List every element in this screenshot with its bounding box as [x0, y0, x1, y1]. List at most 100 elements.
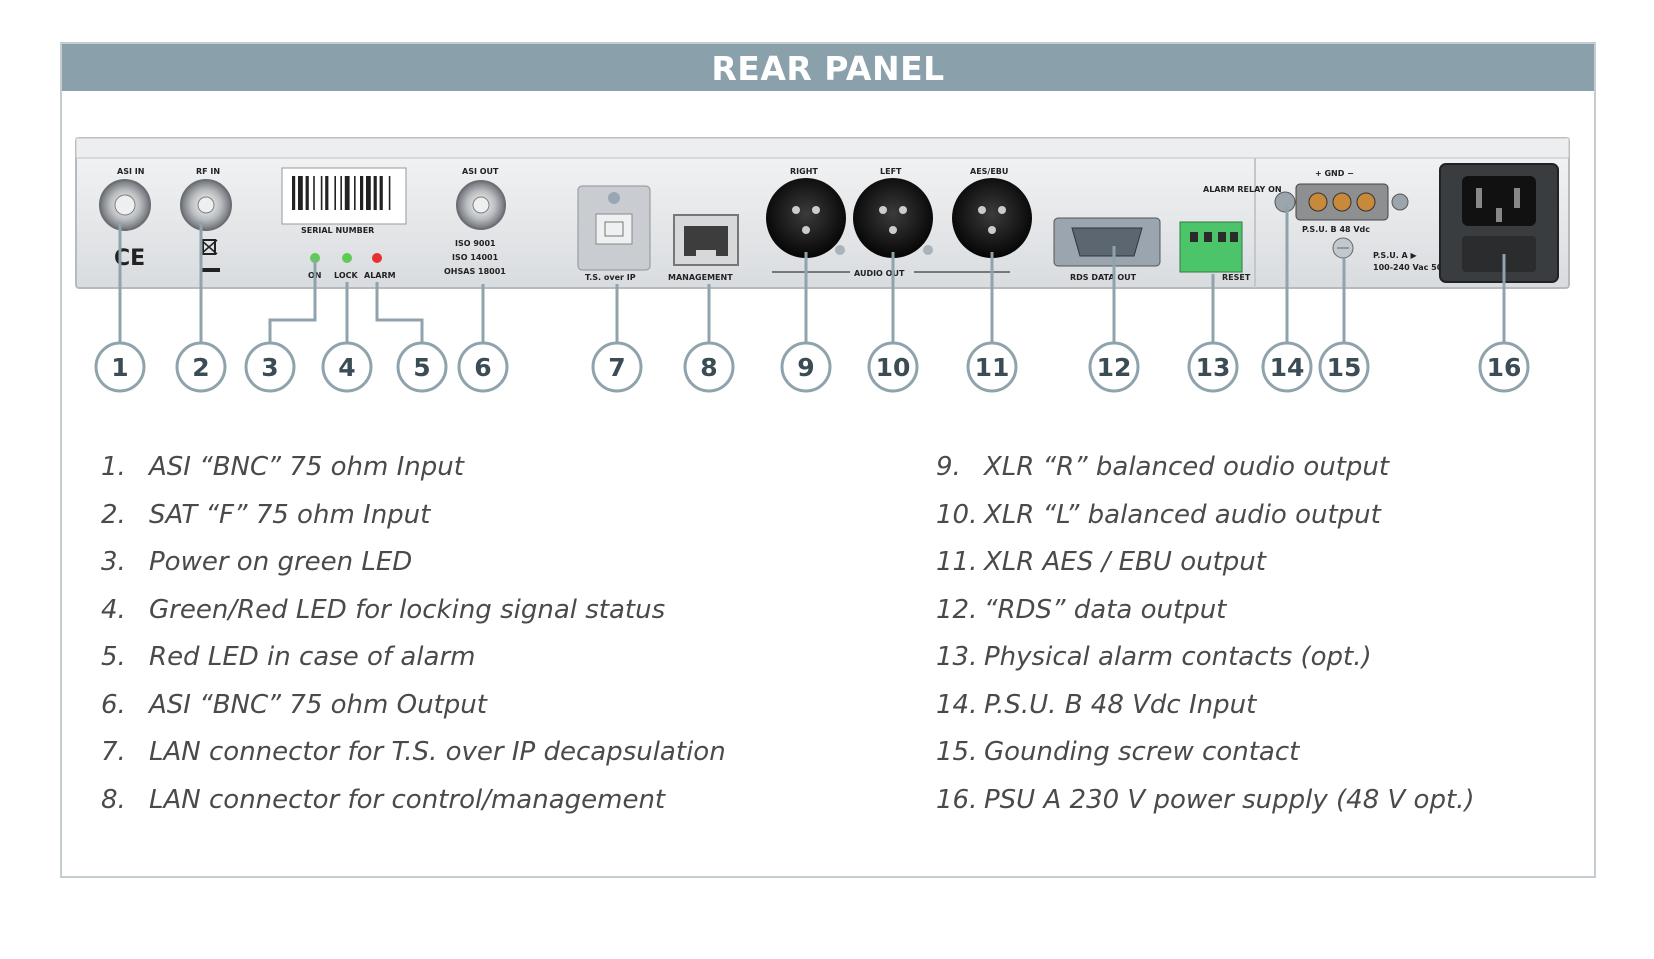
legend-number: 14.	[936, 689, 978, 720]
led-lock-label: LOCK	[334, 271, 358, 280]
led-alarm	[372, 253, 382, 263]
rf-in-label: RF IN	[196, 167, 220, 176]
xlr-right-connector: RIGHT	[766, 167, 846, 258]
psu-a-spec-label: 100-240 Vac 50-60 Hz	[1373, 263, 1471, 272]
callout-number: 14	[1270, 353, 1305, 382]
xlr-left-connector: LEFT	[853, 167, 933, 258]
legend-text: ASI “BNC” 75 ohm Input	[149, 452, 464, 482]
legend-text: XLR “R” balanced oudio output	[984, 452, 1390, 482]
ts-over-ip-label: T.S. over IP	[585, 273, 636, 282]
legend-text: LAN connector for T.S. over IP decapsula…	[149, 737, 726, 767]
callout-number: 2	[192, 353, 209, 382]
callout-number: 8	[700, 353, 717, 382]
weee-bin-icon	[200, 239, 220, 272]
callout-13: 13	[1187, 341, 1239, 393]
legend-number: 12.	[936, 594, 978, 625]
legend-text: SAT “F” 75 ohm Input	[149, 499, 431, 530]
legend-text: Green/Red LED for locking signal status	[149, 594, 666, 625]
serial-number-barcode: SERIAL NUMBER	[281, 167, 407, 235]
callout-number: 10	[876, 353, 911, 382]
ts-over-ip-port: T.S. over IP	[577, 185, 651, 282]
ground-screw	[1332, 237, 1354, 259]
alarm-relay-label: ALARM RELAY ON	[1203, 185, 1282, 194]
audio-out-label: AUDIO OUT	[854, 269, 905, 278]
xlr-aes-ebu-label: AES/EBU	[970, 167, 1008, 176]
callout-number: 13	[1196, 353, 1231, 382]
legend-number: 5.	[101, 642, 126, 672]
asi-out-connector: ASI OUT ISO 9001 ISO 14001 OHSAS 18001	[444, 167, 506, 276]
legend-text: ASI “BNC” 75 ohm Output	[149, 689, 487, 720]
legend-number: 10.	[936, 499, 978, 530]
audio-out-bracket: AUDIO OUT	[772, 266, 1010, 278]
legend-number: 6.	[101, 689, 126, 720]
callout-7: 7	[591, 341, 643, 393]
legend-text: XLR “L” balanced audio output	[984, 499, 1381, 530]
serial-number-label: SERIAL NUMBER	[301, 226, 374, 235]
callout-number: 3	[261, 353, 278, 382]
gnd-label: + GND −	[1315, 169, 1354, 178]
management-port: MANAGEMENT	[668, 214, 739, 282]
xlr-aes-ebu-connector: AES/EBU	[952, 167, 1032, 258]
callout-16: 16	[1478, 341, 1530, 393]
legend-text: PSU A 230 V power supply (48 V opt.)	[984, 784, 1475, 815]
legend-number: 8.	[101, 784, 126, 815]
legend-text: Red LED in case of alarm	[149, 642, 476, 672]
asi-in-label: ASI IN	[117, 167, 144, 176]
callout-4: 4	[321, 341, 373, 393]
legend-number: 7.	[101, 737, 126, 767]
rds-data-port: RDS DATA OUT	[1053, 217, 1161, 282]
callout-lines	[118, 206, 1506, 343]
callout-number: 15	[1327, 353, 1362, 382]
callout-2: 2	[175, 341, 227, 393]
callout-1: 1	[94, 341, 146, 393]
callout-number: 6	[474, 353, 491, 382]
callout-number: 7	[608, 353, 625, 382]
callout-number: 16	[1487, 353, 1522, 382]
callout-14: 14	[1261, 341, 1313, 393]
iso-14001-label: ISO 14001	[452, 253, 499, 262]
callout-15: 15	[1318, 341, 1370, 393]
callout-11: 11	[966, 341, 1018, 393]
legend-text: Physical alarm contacts (opt.)	[984, 642, 1372, 672]
legend-number: 16.	[936, 784, 978, 815]
iso-9001-label: ISO 9001	[455, 239, 496, 248]
legend-number: 1.	[101, 452, 126, 482]
legend-text: Gounding screw contact	[984, 737, 1300, 767]
rf-in-connector: RF IN	[180, 167, 232, 272]
management-label: MANAGEMENT	[668, 273, 733, 282]
legend-number: 2.	[101, 499, 126, 530]
callout-6: 6	[457, 341, 509, 393]
psu-b-connector: + GND − P.S.U. B 48 Vdc	[1274, 169, 1409, 234]
callout-number: 5	[413, 353, 430, 382]
callout-number: 11	[975, 353, 1010, 382]
callout-3: 3	[244, 341, 296, 393]
callout-number: 12	[1097, 353, 1132, 382]
legend-number: 9.	[936, 452, 961, 482]
psu-a-power-inlet	[1439, 163, 1559, 283]
legend-text: “RDS” data output	[984, 594, 1227, 625]
psu-a-label: P.S.U. A ▶	[1373, 251, 1418, 260]
callout-5: 5	[396, 341, 448, 393]
asi-out-label: ASI OUT	[462, 167, 499, 176]
legend-number: 15.	[936, 737, 978, 767]
ohsas-label: OHSAS 18001	[444, 267, 506, 276]
reset-label: RESET	[1222, 273, 1251, 282]
rds-data-out-label: RDS DATA OUT	[1070, 273, 1137, 282]
psu-b-label: P.S.U. B 48 Vdc	[1302, 225, 1370, 234]
legend-text: XLR AES / EBU output	[984, 547, 1266, 577]
legend-text: Power on green LED	[149, 547, 413, 577]
legend-left: 1. ASI “BNC” 75 ohm Input 2. SAT “F” 75 ohm…	[101, 452, 881, 832]
callout-10: 10	[867, 341, 919, 393]
led-lock	[342, 253, 352, 263]
legend-number: 4.	[101, 594, 126, 625]
legend-text: LAN connector for control/management	[149, 784, 666, 815]
xlr-left-label: LEFT	[880, 167, 902, 176]
panel-title: REAR PANEL	[62, 44, 1594, 91]
legend-number: 11.	[936, 547, 978, 577]
callout-8: 8	[683, 341, 735, 393]
callout-9: 9	[780, 341, 832, 393]
callout-number: 1	[111, 353, 128, 382]
